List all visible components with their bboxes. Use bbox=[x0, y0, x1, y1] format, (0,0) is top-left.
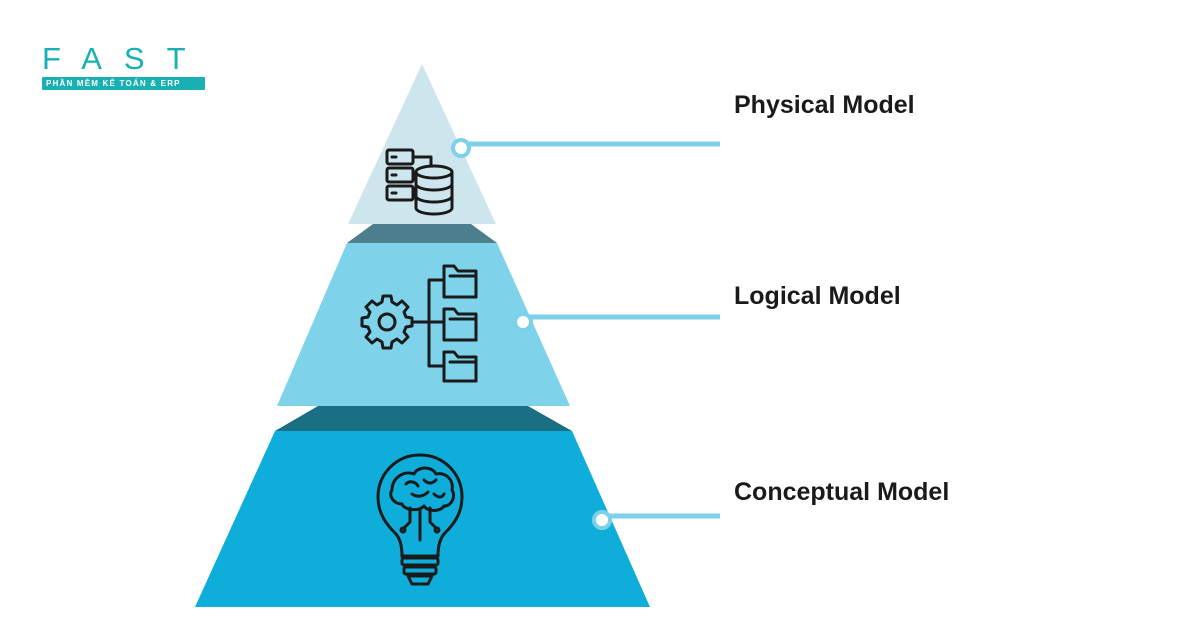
pyramid-tier-logical bbox=[277, 243, 570, 406]
pyramid-tier-conceptual bbox=[195, 431, 650, 607]
connector-physical bbox=[451, 138, 720, 158]
brand-tagline: PHẦN MỀM KẾ TOÁN & ERP bbox=[42, 77, 205, 90]
brand-name: FAST bbox=[42, 41, 208, 76]
gear-folder-tree-icon bbox=[360, 264, 478, 383]
server-database-icon bbox=[385, 148, 454, 216]
separator-bottom bbox=[275, 406, 572, 431]
connector-logical bbox=[513, 312, 720, 332]
layer-label-physical: Physical Model bbox=[734, 91, 915, 119]
connector-conceptual bbox=[592, 510, 720, 530]
separator-top bbox=[347, 224, 497, 243]
layer-label-logical: Logical Model bbox=[734, 282, 901, 310]
pyramid-tier-physical bbox=[348, 64, 496, 224]
lightbulb-brain-icon bbox=[376, 453, 464, 586]
brand-logo: FAST PHẦN MỀM KẾ TOÁN & ERP bbox=[42, 41, 208, 90]
layer-label-conceptual: Conceptual Model bbox=[734, 478, 950, 506]
